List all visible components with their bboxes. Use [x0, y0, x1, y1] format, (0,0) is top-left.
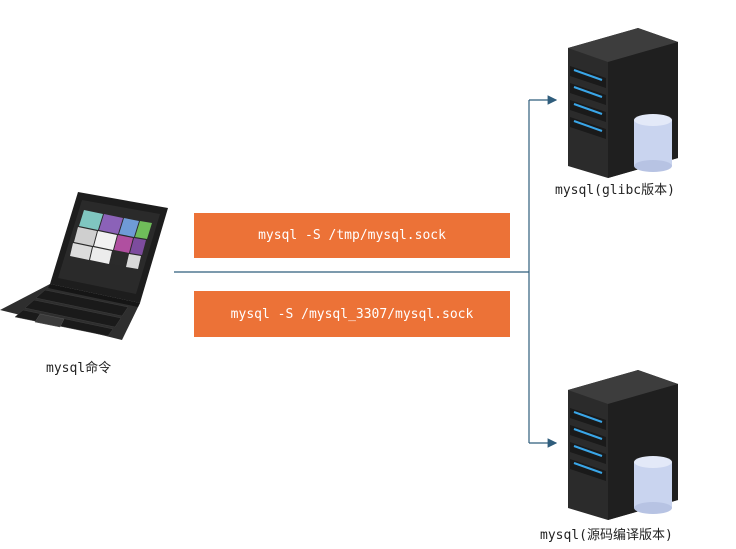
server-database-icon — [568, 370, 678, 520]
command-box-3307-socket: mysql -S /mysql_3307/mysql.sock — [194, 291, 510, 337]
server-source-build — [558, 370, 688, 520]
server-label-source-build: mysql(源码编译版本) — [540, 528, 673, 543]
command-box-tmp-socket: mysql -S /tmp/mysql.sock — [194, 213, 510, 258]
server-glibc — [558, 28, 688, 178]
server-label-glibc: mysql(glibc版本) — [555, 183, 675, 198]
server-database-icon — [568, 28, 678, 178]
client-laptop — [0, 190, 170, 340]
laptop-icon — [0, 192, 168, 340]
client-label: mysql命令 — [46, 361, 112, 376]
